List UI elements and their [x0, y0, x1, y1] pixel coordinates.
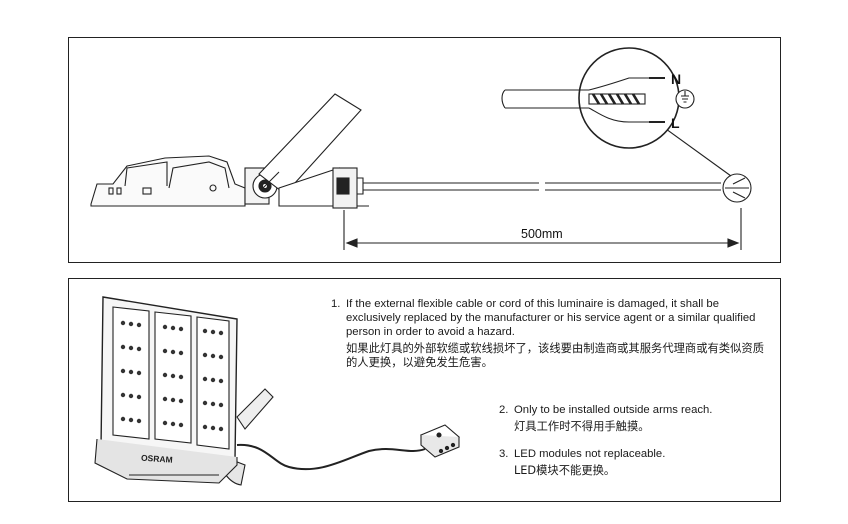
note-number: 1.	[331, 298, 341, 310]
note-cable-replacement: 1. If the external flexible cable or cor…	[331, 297, 771, 370]
safety-notes-panel: OSRAM 1. If the external flexible cable …	[68, 278, 781, 502]
note-text-zh: 灯具工作时不得用手触摸。	[514, 420, 650, 433]
osram-logo: OSRAM	[141, 453, 173, 465]
note-text-zh: 如果此灯具的外部软缆或软线损坏了，该线要由制造商或其服务代理商或有类似资质的人更…	[346, 342, 764, 369]
floodlight-illustration: OSRAM	[94, 296, 461, 486]
note-text-en: Only to be installed outside arms reach.	[514, 404, 713, 416]
note-number: 3.	[499, 448, 509, 460]
note-number: 2.	[499, 404, 509, 416]
cable-dimension-diagram: N L 500mm	[68, 37, 781, 263]
note-install-height: 2. Only to be installed outside arms rea…	[499, 403, 769, 434]
note-text-en: LED modules not replaceable.	[514, 448, 666, 460]
note-text-en: If the external flexible cable or cord o…	[346, 298, 756, 338]
wire-label-live: L	[671, 115, 680, 131]
wire-label-neutral: N	[671, 71, 681, 87]
note-text-zh: LED模块不能更换。	[514, 464, 616, 477]
note-led-modules: 3. LED modules not replaceable. LED模块不能更…	[499, 447, 769, 478]
cable-length-label: 500mm	[521, 227, 563, 241]
luminaire-side-view-drawing: N L 500mm	[90, 47, 752, 250]
